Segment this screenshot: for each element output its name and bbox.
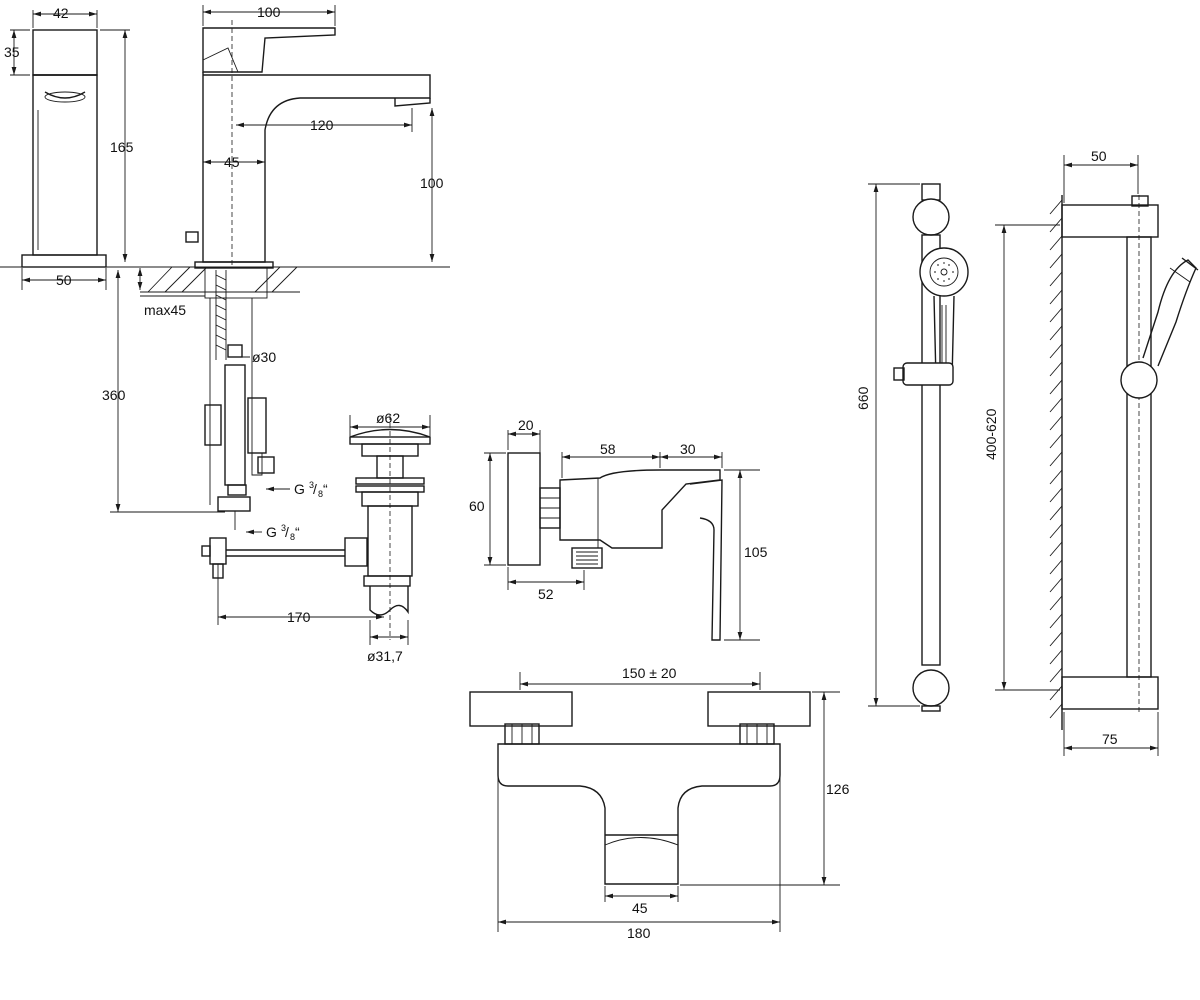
dim-g38-lower-num: 3 xyxy=(281,523,286,533)
dim-170-label: 170 xyxy=(287,609,311,625)
dim-45-outlet-label: 45 xyxy=(632,900,648,916)
dim-100-top-label: 100 xyxy=(257,4,281,20)
dim-52-label: 52 xyxy=(538,586,554,602)
dim-105-label: 105 xyxy=(744,544,768,560)
dim-42: 42 xyxy=(32,5,98,28)
dim-100-height: 100 xyxy=(420,108,444,262)
shower-mixer-front-view xyxy=(469,691,811,885)
dim-50-rail-label: 50 xyxy=(1091,148,1107,164)
dim-100-height-label: 100 xyxy=(420,175,444,191)
dim-g38-upper: G 3 / 8 “ xyxy=(266,480,328,499)
dim-o317-label: ø31,7 xyxy=(367,648,403,664)
dim-75-label: 75 xyxy=(1102,731,1118,747)
dim-400-620-label: 400-620 xyxy=(983,408,999,460)
dim-170: 170 xyxy=(218,609,384,625)
dim-g38-upper-label: G xyxy=(294,481,305,497)
dim-360-label: 360 xyxy=(102,387,126,403)
dim-400-620: 400-620 xyxy=(983,224,1060,691)
dim-45-body: 45 xyxy=(203,154,265,170)
dim-165-label: 165 xyxy=(110,139,134,155)
shower-rail-side-view xyxy=(1049,195,1199,730)
basin-mixer-front-view xyxy=(0,20,450,625)
dim-165: 165 xyxy=(100,29,134,262)
dim-105: 105 xyxy=(724,469,768,641)
dim-660-label: 660 xyxy=(855,386,871,410)
dim-max45-label: max45 xyxy=(144,302,186,318)
dim-150-label: 150 ± 20 xyxy=(622,665,677,681)
dim-35: 35 xyxy=(4,29,30,76)
dim-42-label: 42 xyxy=(53,5,69,21)
dim-g38-lower-slash: / xyxy=(285,524,289,540)
dim-120: 120 xyxy=(236,108,413,133)
dim-g38-upper-mark: “ xyxy=(323,481,328,497)
shower-mixer-side-view xyxy=(507,452,723,641)
dim-50-top-label: 50 xyxy=(56,272,72,288)
dim-50-top: 50 xyxy=(21,268,107,290)
shower-rail-front-view xyxy=(893,183,969,712)
dim-660: 660 xyxy=(855,183,920,707)
dim-30: 30 xyxy=(660,441,723,468)
dim-35-label: 35 xyxy=(4,44,20,60)
dim-o30: ø30 xyxy=(228,349,276,365)
dim-g38-upper-num: 3 xyxy=(309,480,314,490)
wall-hatch xyxy=(1049,199,1063,719)
dim-120-label: 120 xyxy=(310,117,334,133)
dim-58-label: 58 xyxy=(600,441,616,457)
dim-45-outlet: 45 xyxy=(604,886,679,916)
dim-g38-upper-den: 8 xyxy=(318,489,323,499)
dim-max45: max45 xyxy=(137,268,205,318)
dim-g38-lower-den: 8 xyxy=(290,532,295,542)
popup-waste xyxy=(344,415,431,640)
basin-mixer-side-view xyxy=(21,29,107,268)
dim-58: 58 xyxy=(561,441,661,478)
dim-o62: ø62 xyxy=(349,410,431,436)
dim-o62-label: ø62 xyxy=(376,410,400,426)
dim-75: 75 xyxy=(1063,712,1159,756)
dim-180-label: 180 xyxy=(627,925,651,941)
dim-52: 52 xyxy=(507,567,585,602)
dim-50-rail: 50 xyxy=(1063,148,1139,203)
dim-60-label: 60 xyxy=(469,498,485,514)
dim-100-top: 100 xyxy=(202,4,336,26)
dim-126: 126 xyxy=(680,691,850,886)
dim-g38-lower-mark: “ xyxy=(295,524,300,540)
dim-g38-lower-label: G xyxy=(266,524,277,540)
dim-g38-upper-slash: / xyxy=(313,481,317,497)
dim-45-body-label: 45 xyxy=(224,154,240,170)
dim-20-label: 20 xyxy=(518,417,534,433)
dim-o317: ø31,7 xyxy=(367,620,409,664)
dim-g38-lower: G 3 / 8 “ xyxy=(246,523,300,542)
dim-20: 20 xyxy=(507,417,541,486)
dim-126-label: 126 xyxy=(826,781,850,797)
dim-60: 60 xyxy=(469,452,506,566)
dim-150: 150 ± 20 xyxy=(519,665,761,690)
counter-hatch xyxy=(140,266,300,293)
dim-o30-label: ø30 xyxy=(252,349,276,365)
dim-360: 360 xyxy=(102,270,225,513)
dim-30-label: 30 xyxy=(680,441,696,457)
dim-180: 180 xyxy=(497,776,781,941)
